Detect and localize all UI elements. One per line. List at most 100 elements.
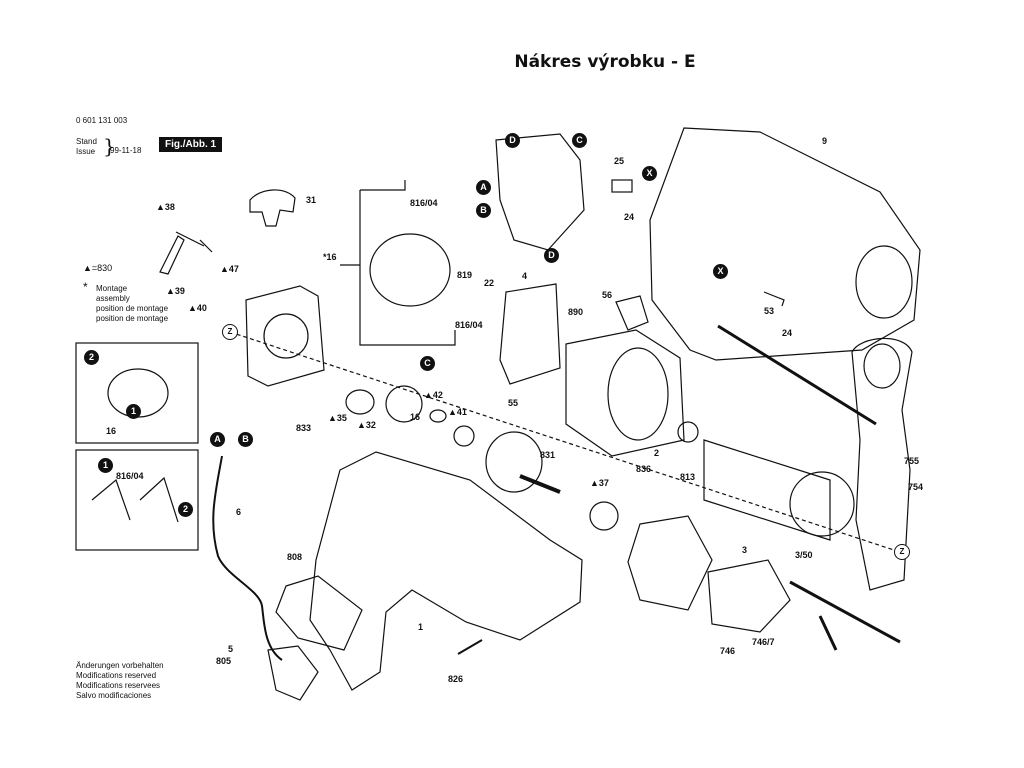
changes-note: Änderungen vorbehalten Modifications res… — [76, 661, 164, 701]
part-890 — [615, 295, 649, 331]
part-label: 5 — [228, 644, 234, 654]
part-16-bracket — [340, 180, 456, 346]
part-label: 746 — [720, 646, 736, 656]
part-label: ▲40 — [188, 303, 207, 313]
sleeve-808 — [275, 575, 363, 651]
part-label: 805 — [216, 656, 232, 666]
part-label: 53 — [764, 306, 775, 316]
figure-tag: Fig./Abb. 1 — [159, 137, 223, 152]
part-label: *16 — [323, 252, 337, 262]
part-42 — [385, 385, 423, 423]
part-label: 816/04 — [116, 471, 144, 481]
part-38-lever — [159, 231, 213, 275]
callout-x: X — [642, 166, 657, 181]
part-label: 746/7 — [752, 637, 775, 647]
part-label: 831 — [540, 450, 556, 460]
callout-a: A — [210, 432, 225, 447]
part-label: 22 — [484, 278, 495, 288]
part-label: 6 — [236, 507, 242, 517]
gear-831 — [485, 431, 543, 493]
part-label: 890 — [568, 307, 584, 317]
stator-2 — [565, 329, 685, 457]
part-label: ▲41 — [448, 407, 467, 417]
callout-d: D — [544, 248, 559, 263]
aux-handle-ring — [863, 343, 901, 389]
part-label: 836 — [636, 464, 652, 474]
part-37 — [589, 501, 619, 531]
star-legend-line: Montage — [96, 284, 128, 293]
stand-label: Stand — [76, 137, 97, 146]
part-label: 56 — [602, 290, 613, 300]
changes-note-line: Salvo modificaciones — [76, 691, 152, 700]
part-label: ▲32 — [357, 420, 376, 430]
inset-step: 2 — [84, 350, 99, 365]
part-label: 1 — [418, 622, 424, 632]
issue-label: Issue — [76, 147, 96, 156]
part-label: 24 — [624, 212, 635, 222]
part-label: 9 — [822, 136, 828, 146]
part-813 — [677, 421, 699, 443]
callout-c: C — [420, 356, 435, 371]
part-41 — [453, 425, 475, 447]
star-legend-line: position de montage — [96, 304, 169, 313]
part-label: 4 — [522, 271, 528, 281]
armature-fan — [789, 471, 855, 537]
gear-831-shaft — [519, 474, 561, 494]
document-number: 0 601 131 003 — [76, 116, 128, 125]
part-label: 754 — [908, 482, 924, 492]
inset-box-top — [75, 342, 199, 444]
callout-d: D — [505, 133, 520, 148]
part-label: 819 — [457, 270, 473, 280]
star-legend-line: position de montage — [96, 314, 169, 323]
part-41-ring — [429, 409, 447, 423]
triangle-legend: ▲=830 — [83, 263, 113, 273]
brace-glyph: } — [103, 134, 116, 158]
part-label: 24 — [782, 328, 793, 338]
inset-step: 1 — [98, 458, 113, 473]
part-label: 31 — [306, 195, 317, 205]
part-label: ▲47 — [220, 264, 239, 274]
part-label: 826 — [448, 674, 464, 684]
marker-z: Z — [894, 544, 910, 560]
part-label: 808 — [287, 552, 303, 562]
part-53 — [763, 291, 785, 307]
part-label: 833 — [296, 423, 312, 433]
star-icon: * — [83, 280, 88, 294]
part-label: ▲38 — [156, 202, 175, 212]
callout-b: B — [238, 432, 253, 447]
part-label: 2 — [654, 448, 660, 458]
marker-z: Z — [222, 324, 238, 340]
part-label: 3/50 — [795, 550, 813, 560]
callout-a: A — [476, 180, 491, 195]
part-label: ▲37 — [590, 478, 609, 488]
part-label: 3 — [742, 545, 748, 555]
brush-plate-hole — [263, 313, 309, 359]
chuck-key-746-7 — [789, 580, 901, 651]
part-label: 16 — [106, 426, 117, 436]
part-label: 816/04 — [455, 320, 483, 330]
issue-date: 99-11-18 — [110, 146, 142, 155]
changes-note-line: Modifications reservees — [76, 681, 161, 690]
armature-3 — [703, 439, 831, 541]
stand-issue-labels: Stand Issue — [76, 137, 97, 157]
housing-9-collar — [855, 245, 913, 319]
part-label: 813 — [680, 472, 696, 482]
flange-836 — [627, 515, 713, 611]
inset-bottom-brush — [91, 476, 179, 523]
part-label: ▲39 — [166, 286, 185, 296]
part-label: 25 — [614, 156, 625, 166]
part-25 — [611, 179, 633, 193]
changes-note-line: Änderungen vorbehalten — [76, 661, 164, 670]
switch-block — [495, 133, 585, 251]
part-label: ▲35 — [328, 413, 347, 423]
callout-x: X — [713, 264, 728, 279]
part-16-ring — [369, 233, 451, 307]
power-cord-805 — [212, 455, 283, 661]
housing-9 — [649, 127, 921, 361]
star-legend-line: assembly — [96, 294, 130, 303]
callout-c: C — [572, 133, 587, 148]
part-label: 16 — [410, 412, 421, 422]
part-label: 55 — [508, 398, 519, 408]
inset-step: 1 — [126, 404, 141, 419]
